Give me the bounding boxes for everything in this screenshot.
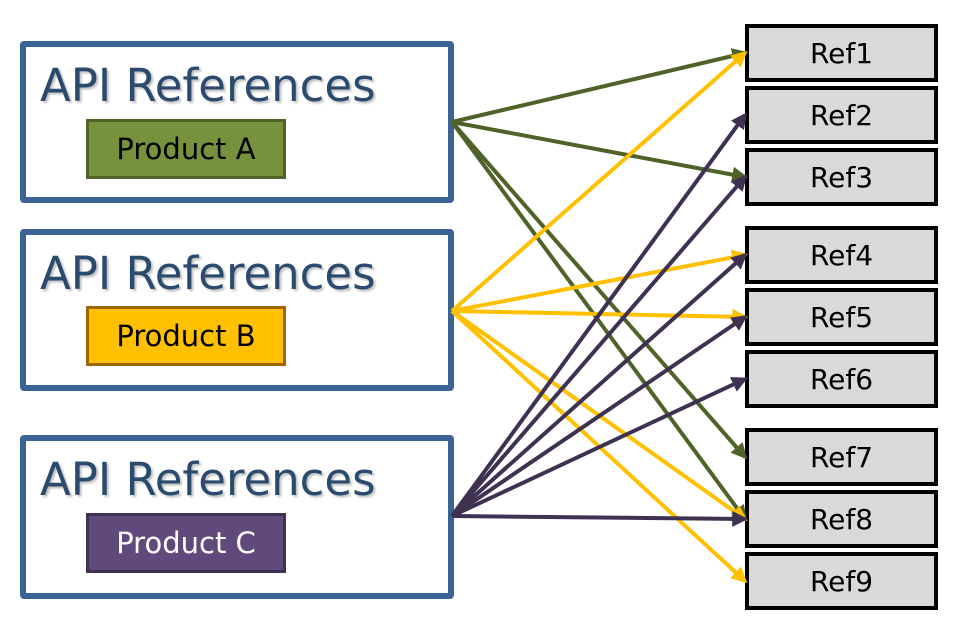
product-c-label: Product C — [86, 513, 286, 573]
arrow-product-a-to-ref3 — [451, 120, 749, 183]
arrow-product-c-to-ref4 — [450, 252, 748, 518]
api-references-box-a: API References Product A — [20, 41, 454, 203]
arrow-product-c-to-ref6 — [451, 377, 748, 518]
product-b-label: Product B — [86, 306, 286, 366]
arrow-product-a-to-ref8 — [450, 120, 747, 522]
ref-box-8: Ref8 — [745, 490, 938, 548]
product-a-label: Product A — [86, 119, 286, 179]
api-references-box-c: API References Product C — [20, 435, 454, 599]
arrow-product-c-to-ref3 — [450, 174, 748, 518]
ref-box-5: Ref5 — [745, 288, 938, 346]
api-references-title: API References — [40, 453, 376, 506]
ref-box-7: Ref7 — [745, 428, 938, 486]
api-references-title: API References — [40, 59, 376, 112]
arrow-product-c-to-ref5 — [450, 315, 748, 518]
arrow-product-a-to-ref1 — [451, 48, 749, 124]
arrow-product-c-to-ref8 — [451, 510, 749, 527]
arrow-product-b-to-ref1 — [450, 50, 748, 313]
api-references-box-b: API References Product B — [20, 229, 454, 391]
ref-box-6: Ref6 — [745, 350, 938, 408]
ref-box-9: Ref9 — [745, 552, 938, 610]
arrow-product-c-to-ref2 — [450, 112, 747, 518]
ref-box-2: Ref2 — [745, 86, 938, 144]
arrow-product-b-to-ref4 — [451, 249, 749, 313]
ref-box-1: Ref1 — [745, 24, 938, 82]
ref-box-3: Ref3 — [745, 148, 938, 206]
api-references-title: API References — [40, 247, 376, 300]
